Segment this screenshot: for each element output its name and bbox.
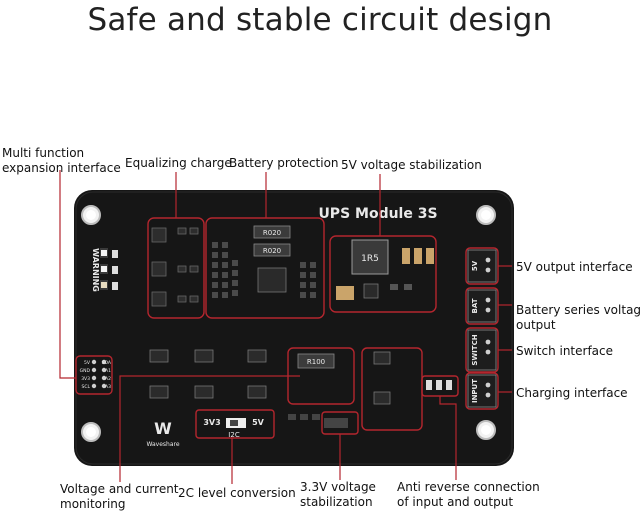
header-pin-label: A1 [105, 368, 111, 374]
expansion-header [91, 359, 107, 389]
svg-text:W: W [154, 419, 172, 438]
box-i2c [195, 409, 275, 439]
board-name: UPS Module 3S [318, 206, 437, 222]
stabilization-5v-components: 1R5 [336, 239, 434, 300]
box-expansion [75, 355, 113, 395]
label-anti-reverse: Anti reverse connection of input and out… [397, 480, 540, 509]
protection-components: R020 R020 [212, 225, 316, 298]
header-pin-label: 3V3 [81, 376, 90, 382]
label-voltage-current: Voltage and current monitoring [60, 482, 179, 511]
label-equalizing: Equalizing charge [125, 156, 232, 170]
svg-text:SWITCH: SWITCH [471, 334, 479, 365]
label-5v-output: 5V output interface [516, 260, 633, 274]
right-ports: 5V BAT SWITCH INPUT [467, 249, 497, 408]
leader-lines [59, 170, 512, 484]
label-5v-stabilization: 5V voltage stabilization [341, 158, 482, 172]
equalizing-components [151, 227, 199, 307]
svg-text:INPUT: INPUT [471, 379, 479, 403]
warning-label: WARNING [91, 248, 100, 292]
warning-leds [100, 248, 118, 290]
svg-text:5V: 5V [471, 260, 479, 271]
svg-text:R100: R100 [307, 358, 325, 366]
label-charging-interface: Charging interface [516, 386, 628, 400]
svg-text:BAT: BAT [471, 298, 479, 313]
label-3v3-stabilization: 3.3V voltage stabilization [300, 480, 376, 509]
label-i2c-conversion: 2C level conversion [178, 486, 296, 500]
header-pin-label: 5V [84, 360, 91, 366]
i2c-switch: 3V3 5V I2C [203, 418, 265, 439]
header-pin-label: SDA [102, 360, 112, 366]
box-input [465, 372, 499, 410]
header-pin-label: A3 [105, 384, 111, 390]
svg-text:3V3: 3V3 [203, 418, 220, 427]
header-pin-label: GND [80, 368, 91, 374]
svg-text:R020: R020 [263, 229, 281, 237]
svg-text:1R5: 1R5 [361, 254, 379, 264]
svg-text:R020: R020 [263, 247, 281, 255]
annotation-boxes [75, 217, 499, 439]
label-battery-protection: Battery protection [229, 156, 339, 170]
label-multi-function: Multi function expansion interface [2, 146, 121, 175]
header-pin-label: SCL [81, 384, 90, 390]
box-5v [329, 235, 437, 313]
svg-text:I2C: I2C [228, 431, 240, 439]
pcb-board [74, 190, 514, 466]
box-bat [465, 287, 499, 325]
svg-text:Waveshare: Waveshare [146, 441, 179, 448]
svg-text:5V: 5V [252, 418, 265, 427]
box-protection [205, 217, 325, 319]
lower-chips [149, 349, 391, 405]
page-title: Safe and stable circuit design [87, 2, 553, 38]
waveshare-logo: W Waveshare [146, 419, 179, 448]
label-switch-interface: Switch interface [516, 344, 614, 358]
label-battery-series: Battery series voltage output [516, 303, 640, 332]
header-pin-label: A2 [105, 376, 111, 382]
